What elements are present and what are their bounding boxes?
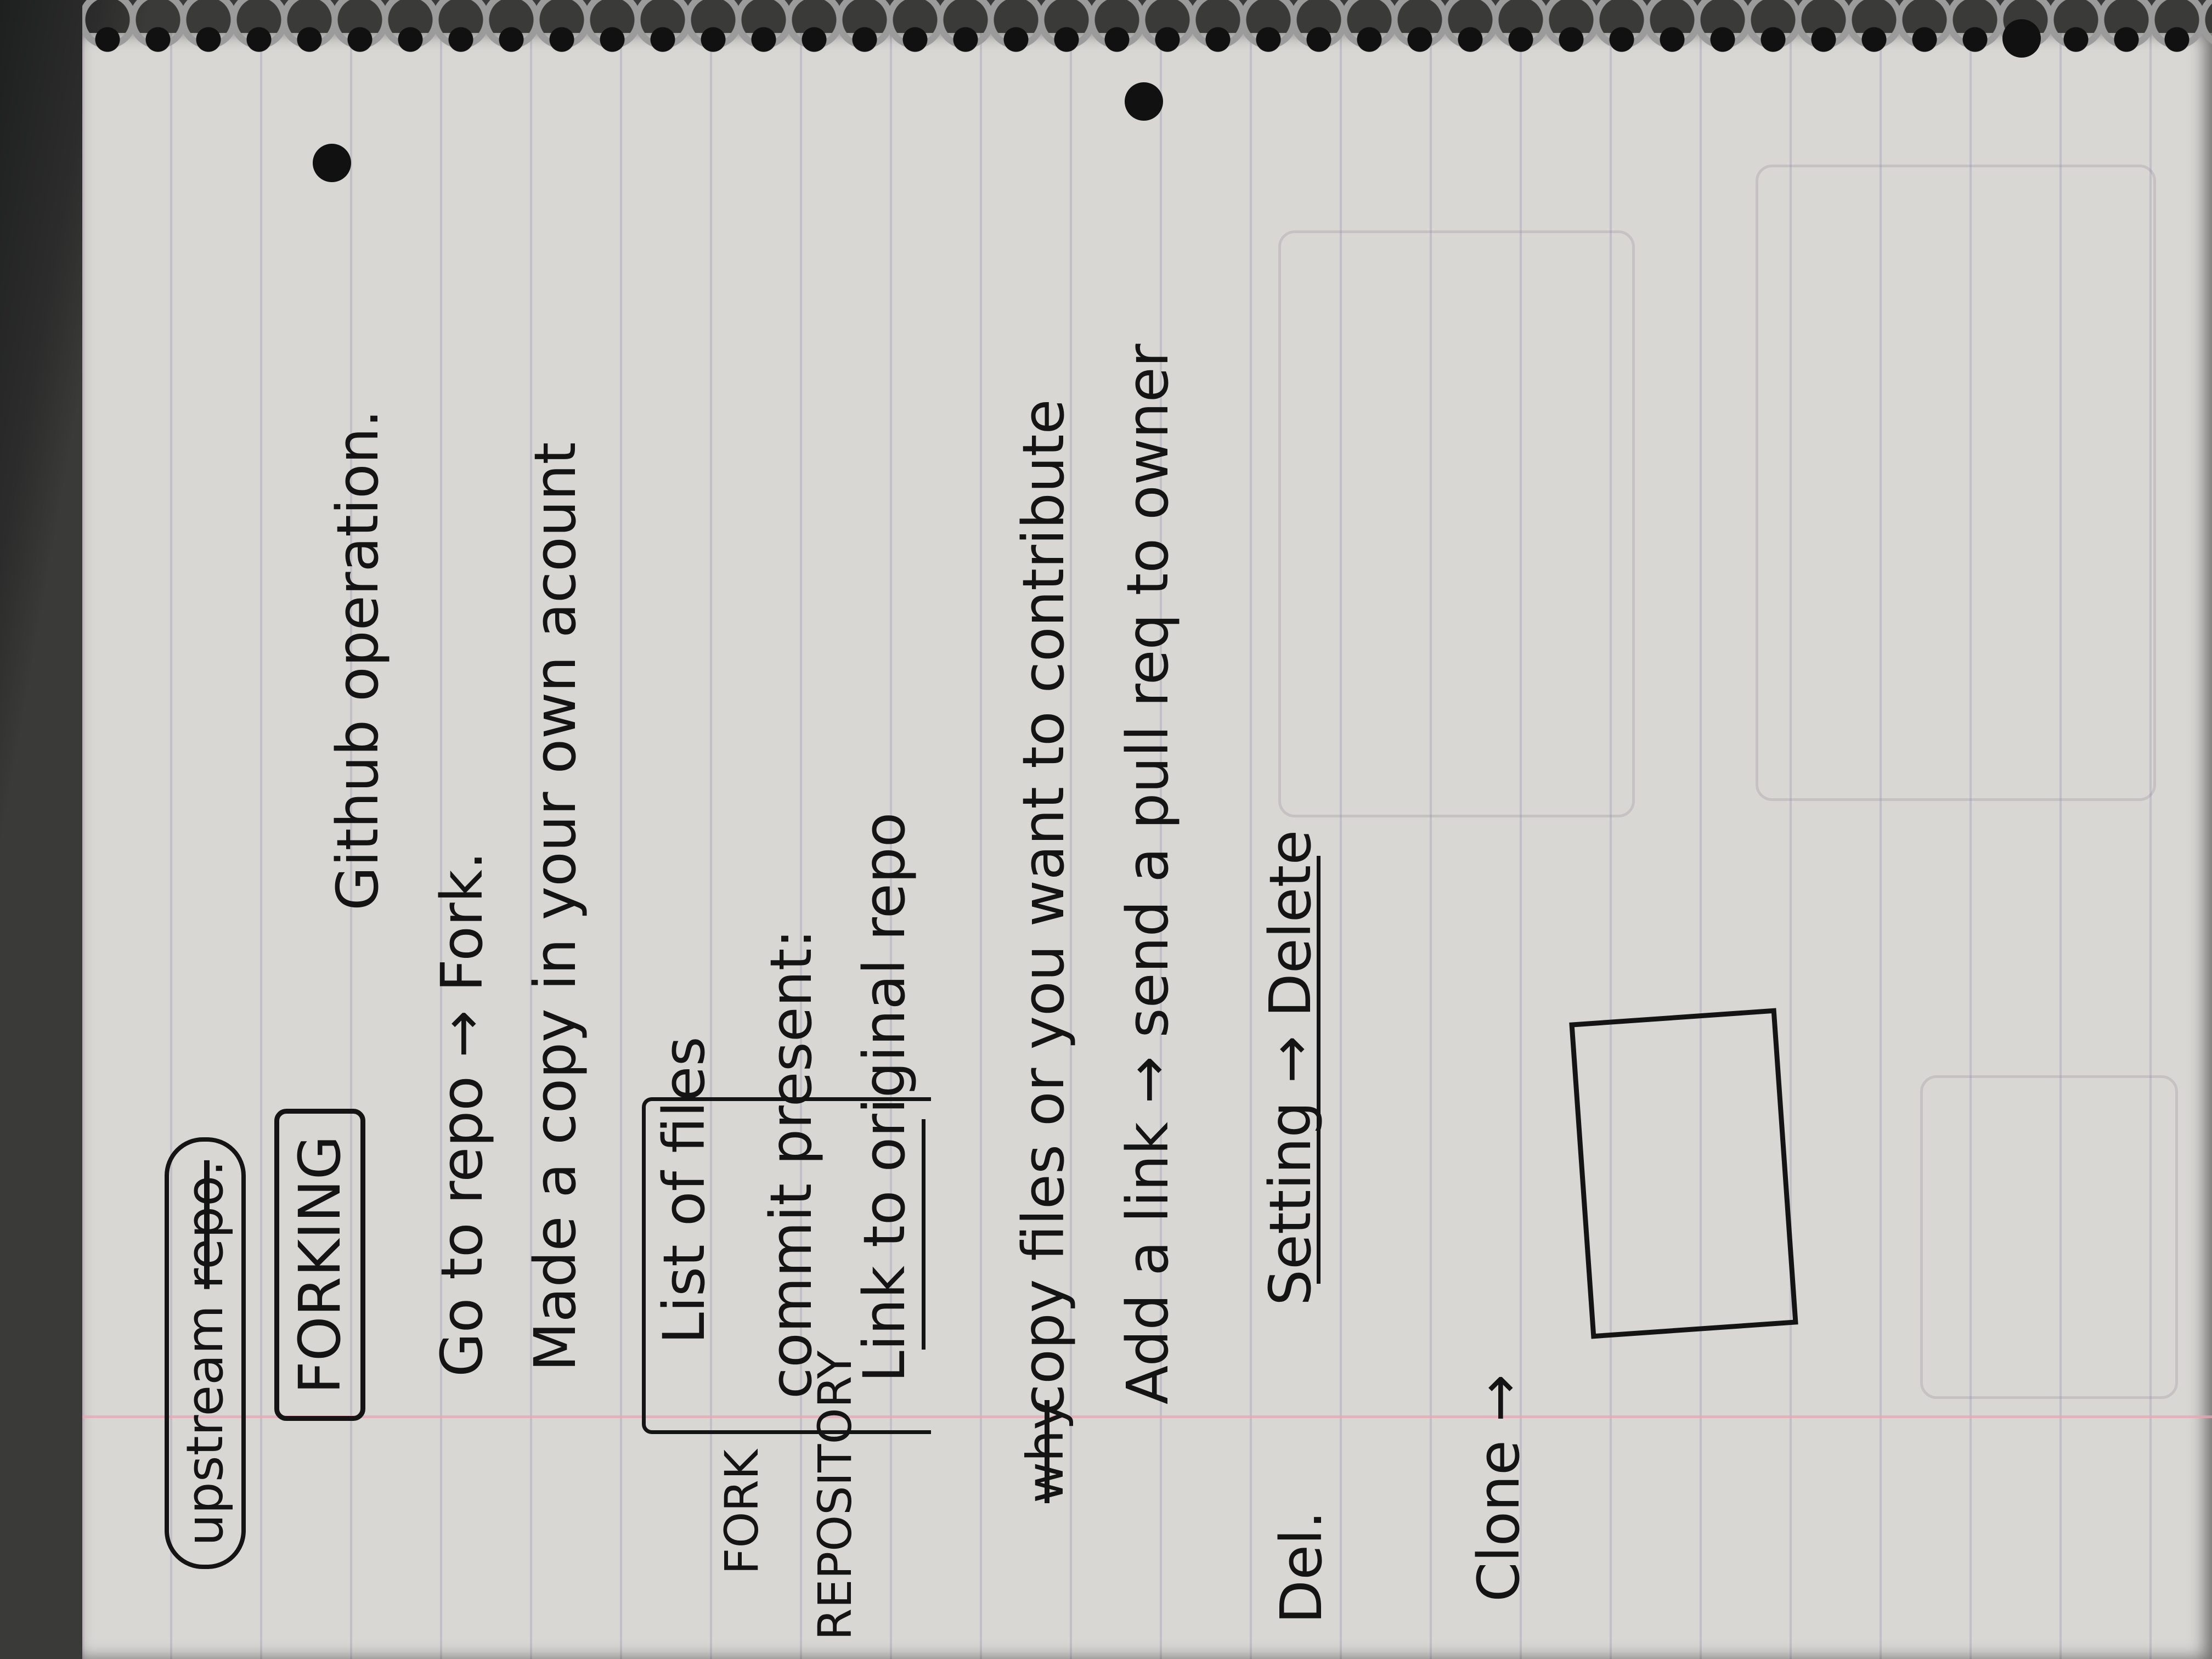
copy-files-text: copy files or you want to contribute <box>1010 399 1077 1416</box>
clone-label: Clone → <box>1465 1374 1532 1602</box>
punch-hole <box>2002 19 2041 58</box>
upstream-circled-note: upstream repo. <box>165 1137 246 1569</box>
fork-label: FORK <box>715 1449 769 1575</box>
bleed-through-box <box>1920 1075 2178 1399</box>
upstream-struck-text: repo. <box>176 1160 234 1289</box>
made-copy-text: Made a copy in your own acount <box>522 442 589 1372</box>
fork-details-bracket <box>642 1097 931 1434</box>
page-margin-line <box>82 1415 2212 1418</box>
bleed-through-box <box>1278 230 1635 817</box>
punch-hole <box>1125 82 1163 121</box>
github-operation-text: Github operation. <box>324 409 391 911</box>
link-underline <box>922 1119 926 1350</box>
link-to-original-text: Link to original repo <box>851 812 918 1383</box>
spiral-binding <box>82 0 2212 66</box>
setting-delete-text: Setting → Delete <box>1257 830 1324 1306</box>
upstream-text: upstream <box>176 1305 234 1546</box>
punch-hole <box>313 144 351 182</box>
list-of-files-text: List of files <box>651 1036 718 1344</box>
setting-delete-underline <box>1317 856 1321 1284</box>
commit-present-text: commit present: <box>758 929 825 1399</box>
bleed-through-box <box>1756 165 2156 801</box>
forking-heading: FORKING <box>274 1108 365 1421</box>
del-label: Del. <box>1268 1510 1335 1624</box>
go-to-repo-text: Go to repo → Fork. <box>428 851 495 1377</box>
add-link-text: Add a link → send a pull req to owner <box>1114 343 1181 1404</box>
why-label: why <box>1016 1400 1075 1503</box>
forking-text: FORKING <box>286 1135 353 1394</box>
drawn-empty-rectangle <box>1569 1008 1798 1339</box>
notebook-page <box>82 33 2212 1659</box>
